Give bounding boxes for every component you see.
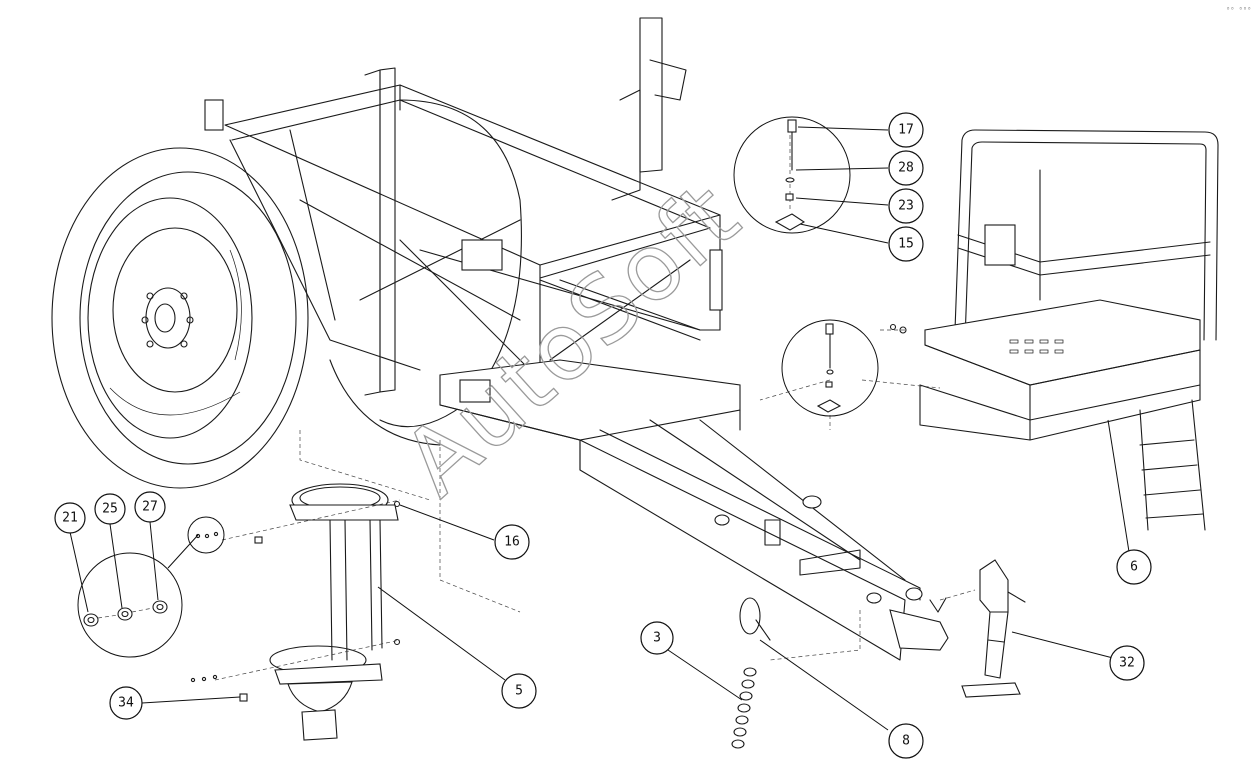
svg-text:25: 25 xyxy=(102,502,118,517)
callout-32: 32 xyxy=(1109,645,1145,681)
rear-wheel xyxy=(329,99,522,446)
svg-text:21: 21 xyxy=(62,511,78,526)
operator-platform xyxy=(889,129,1219,531)
callout-34: 34 xyxy=(109,686,143,720)
callout-27: 27 xyxy=(134,491,166,523)
assembly-lines xyxy=(214,135,976,681)
svg-text:32: 32 xyxy=(1119,656,1135,671)
svg-text:27: 27 xyxy=(142,500,158,515)
callout-8: 8 xyxy=(888,723,924,759)
corner-mark: ⁰⁰ ⁰⁰⁰ xyxy=(1226,6,1251,14)
stand-hardware xyxy=(190,674,218,683)
detail-view-upper xyxy=(733,116,851,234)
drawbar xyxy=(579,419,949,661)
trailer-frame xyxy=(204,17,741,471)
svg-text:16: 16 xyxy=(504,535,520,550)
wheel-assembly xyxy=(51,147,309,489)
hitch-pin xyxy=(739,597,771,641)
svg-text:15: 15 xyxy=(898,237,914,252)
svg-text:5: 5 xyxy=(515,684,523,699)
callout-3: 3 xyxy=(640,621,674,655)
svg-text:3: 3 xyxy=(653,631,661,646)
callout-17: 17 xyxy=(888,112,924,148)
detail-view-washers xyxy=(77,534,199,658)
callout-28: 28 xyxy=(888,150,924,186)
jack-stand xyxy=(961,559,1026,698)
watermark-text: AutoSoft xyxy=(383,162,760,517)
leader-lines xyxy=(69,126,1131,731)
detail-view-lower xyxy=(781,319,879,417)
support-stand xyxy=(239,483,401,741)
callout-21: 21 xyxy=(54,502,86,534)
callout-15: 15 xyxy=(888,226,924,262)
callout-5: 5 xyxy=(501,673,537,709)
detail-view-small xyxy=(187,516,225,554)
svg-text:34: 34 xyxy=(118,696,134,711)
svg-text:6: 6 xyxy=(1130,560,1138,575)
callout-6: 6 xyxy=(1116,549,1152,585)
svg-text:28: 28 xyxy=(898,161,914,176)
safety-chain xyxy=(731,667,757,749)
deck-slots xyxy=(1009,339,1064,354)
callout-23: 23 xyxy=(888,188,924,224)
svg-text:23: 23 xyxy=(898,199,914,214)
callout-25: 25 xyxy=(94,493,126,525)
svg-text:8: 8 xyxy=(902,734,910,749)
callout-16: 16 xyxy=(494,524,530,560)
svg-text:17: 17 xyxy=(898,123,914,138)
